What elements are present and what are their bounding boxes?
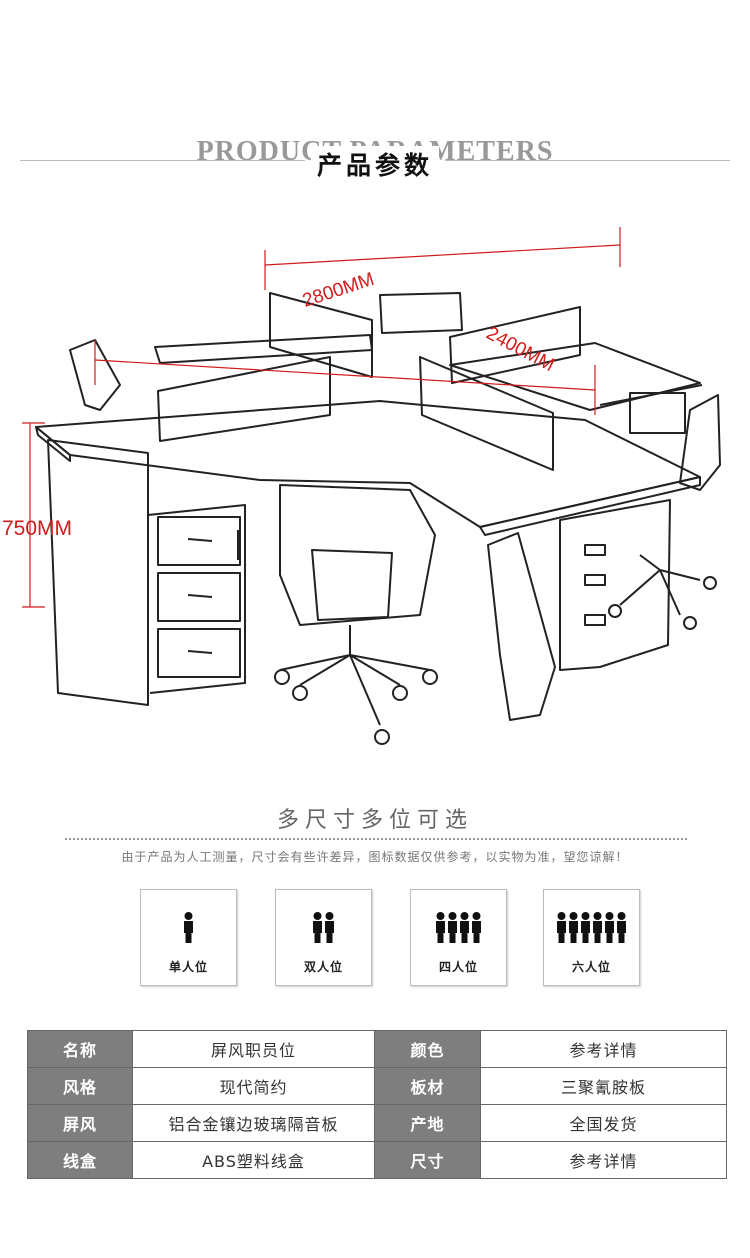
person-2-icon — [313, 912, 334, 943]
header-line-right — [445, 160, 730, 161]
person-4-icon — [436, 912, 481, 943]
option-label: 单人位 — [168, 960, 208, 974]
dim-width-label: 2800MM — [300, 269, 377, 312]
header-line-left — [20, 160, 305, 161]
option-single-seat[interactable]: 单人位 — [140, 889, 237, 986]
option-four-seat[interactable]: 四人位 — [410, 889, 507, 986]
param-key: 屏风 — [27, 1104, 133, 1142]
param-key: 名称 — [27, 1030, 133, 1068]
option-six-seat[interactable]: 六人位 — [543, 889, 640, 986]
param-value: 三聚氰胺板 — [480, 1067, 727, 1105]
dim-height-label: 750MM — [2, 517, 73, 540]
param-value: 参考详情 — [480, 1141, 727, 1179]
options-note: 由于产品为人工测量，尺寸会有些许差异，图标数据仅供参考，以实物为准，望您谅解！ — [121, 850, 629, 864]
header-title-cn: 产品参数 — [310, 146, 439, 182]
param-value: 全国发货 — [480, 1104, 727, 1142]
option-label: 六人位 — [571, 960, 611, 974]
param-key: 线盒 — [27, 1141, 133, 1179]
person-6-icon — [557, 912, 626, 943]
option-double-seat[interactable]: 双人位 — [275, 889, 372, 986]
param-key: 尺寸 — [374, 1141, 481, 1179]
param-value: 参考详情 — [480, 1030, 727, 1068]
params-table: 名称 屏风职员位 颜色 参考详情 风格 现代简约 板材 三聚氰胺板 屏风 铝合金… — [27, 1030, 727, 1179]
table-row: 风格 现代简约 板材 三聚氰胺板 — [27, 1067, 727, 1105]
param-value: 现代简约 — [132, 1067, 375, 1105]
param-key: 颜色 — [374, 1030, 481, 1068]
dotted-divider — [65, 838, 687, 840]
table-row: 屏风 铝合金镶边玻璃隔音板 产地 全国发货 — [27, 1104, 727, 1142]
table-row: 名称 屏风职员位 颜色 参考详情 — [27, 1030, 727, 1068]
param-value: 铝合金镶边玻璃隔音板 — [132, 1104, 375, 1142]
option-label: 双人位 — [303, 960, 343, 974]
workstation-sketch: 2800MM 2400MM — [22, 227, 721, 745]
options-title: 多尺寸多位可选 — [276, 808, 473, 833]
param-value: ABS塑料线盒 — [132, 1141, 375, 1179]
product-drawing: 2800MM 2400MM 750MM — [0, 215, 750, 775]
option-label: 四人位 — [438, 960, 478, 974]
section-header: PRODUCT PARAMETERS 产品参数 — [0, 128, 750, 188]
param-value: 屏风职员位 — [132, 1030, 375, 1068]
person-1-icon — [184, 912, 193, 943]
param-key: 板材 — [374, 1067, 481, 1105]
param-key: 产地 — [374, 1104, 481, 1142]
table-row: 线盒 ABS塑料线盒 尺寸 参考详情 — [27, 1141, 727, 1179]
param-key: 风格 — [27, 1067, 133, 1105]
